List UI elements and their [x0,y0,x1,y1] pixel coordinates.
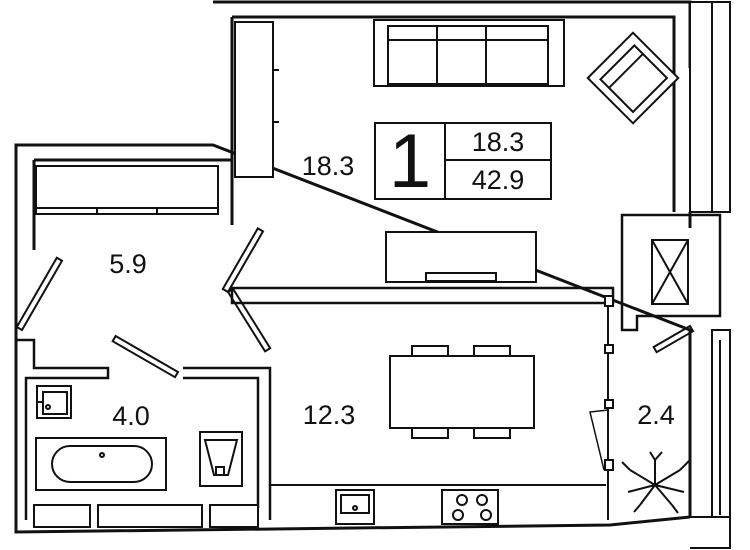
ventilation-block [620,213,722,332]
bathroom-shelf-2 [97,504,203,528]
total-area-value: 42.9 [472,165,525,195]
wardrobe-living [234,21,274,178]
kitchen-area: 12.3 [303,400,356,430]
sofa [373,19,565,87]
living-door-leaf-left [221,227,265,294]
apartment-badge: 1 18.3 42.9 [374,119,552,204]
furniture [33,19,689,528]
bathroom-area: 4.0 [112,401,150,431]
bathroom-shelf-3 [209,504,259,528]
doors [15,227,695,471]
dining-set [389,345,535,439]
loggia-area: 2.4 [637,400,675,430]
stove [441,489,499,525]
rooms-count: 1 [389,119,431,204]
living-room-area: 18.3 [302,151,355,181]
living-kitchen-partition [230,286,615,305]
loggia-door-leaf [652,324,695,354]
hallway-area: 5.9 [109,249,147,279]
hallway-inner-wall [32,158,234,250]
plant [621,451,691,514]
bathroom-sink [36,385,72,419]
ventilation-shaft [651,239,689,305]
window-bottom-right [690,516,731,549]
bathtub [35,437,167,491]
bathroom-door-leaf [111,334,180,379]
windows [689,1,731,549]
bathroom-wall-right [183,366,272,520]
entrance-door-leaf [15,256,64,332]
bathroom-wall-top [16,338,110,520]
kitchen-sink [335,489,375,525]
window-right-top [689,1,731,213]
wardrobe-hallway [35,165,219,215]
bathroom-shelf-1 [33,504,91,528]
dining-table [389,355,535,429]
living-room-inner-wall [230,15,676,214]
armchair [586,31,680,125]
toilet [199,431,243,487]
living-door-leaf-right [226,287,272,353]
living-area-value: 18.3 [472,127,525,157]
